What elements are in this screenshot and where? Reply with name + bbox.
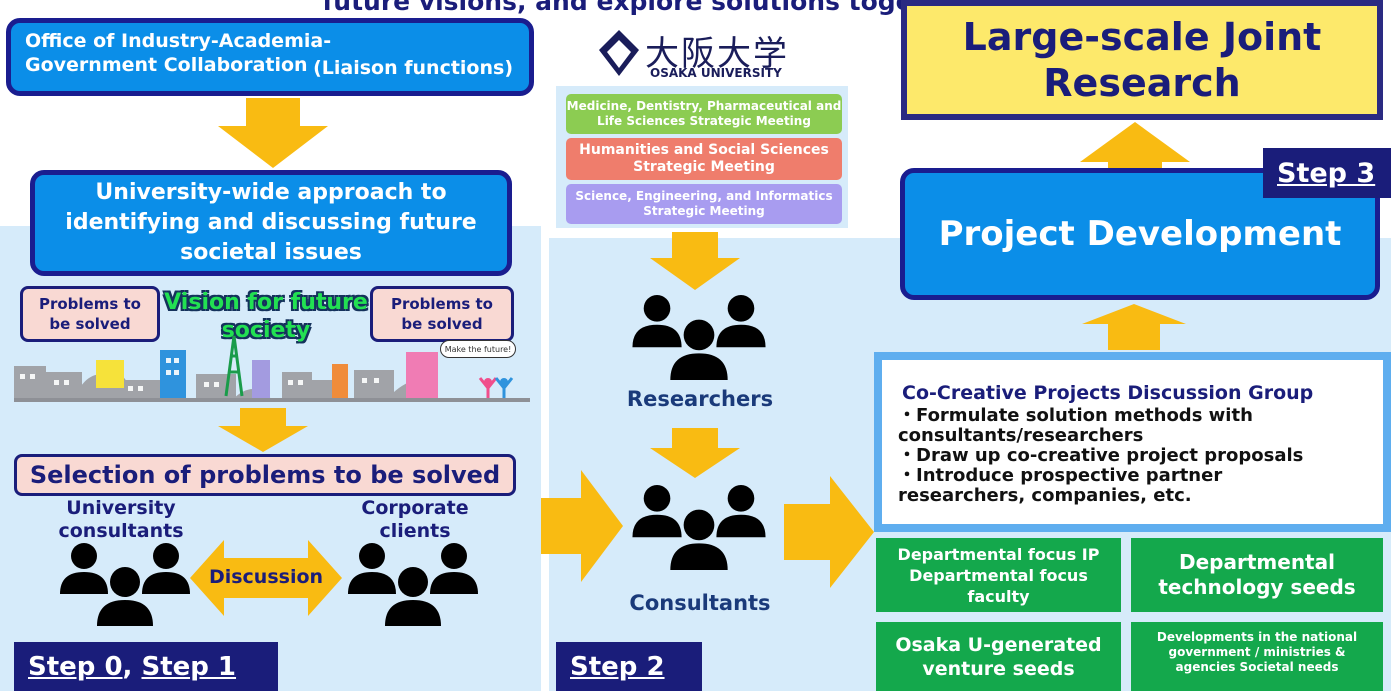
group-item-3: ・Introduce prospective partner researche…: [898, 465, 1223, 506]
green-venture-seeds-text: Osaka U-generated venture seeds: [895, 633, 1102, 680]
meeting-humanities-text: Humanities and Social Sciences Strategic…: [579, 142, 829, 175]
office-title: Office of Industry-Academia-Government C…: [25, 30, 332, 76]
discussion-label: Discussion: [204, 562, 328, 592]
green-focus-ip: Departmental focus IP Departmental focus…: [876, 538, 1121, 612]
meeting-medicine: Medicine, Dentistry, Pharmaceutical and …: [566, 94, 842, 134]
step0-link[interactable]: Step 0: [28, 652, 123, 682]
down-arrow-2: [218, 408, 308, 452]
green-developments-text: Developments in the national government …: [1156, 630, 1358, 674]
green-focus-ip-text: Departmental focus IP Departmental focus…: [897, 544, 1100, 606]
univ-consultants-text: University consultants: [58, 497, 184, 542]
office-sub: (Liaison functions): [313, 57, 513, 79]
selection-box: Selection of problems to be solved: [14, 454, 516, 496]
people-icon-consultants: [632, 485, 766, 570]
meeting-humanities: Humanities and Social Sciences Strategic…: [566, 138, 842, 180]
logo-english: OSAKA UNIVERSITY: [650, 66, 782, 80]
corporate-clients-text: Corporate clients: [361, 497, 469, 542]
step2-badge: Step 2: [556, 642, 702, 691]
up-arrow-2: [1082, 304, 1186, 350]
step3-badge: Step 3: [1263, 148, 1391, 198]
speech-bubble: Make the future!: [440, 340, 516, 358]
city-skyline-illustration: [14, 335, 530, 402]
green-developments: Developments in the national government …: [1131, 622, 1383, 691]
problems-left-label: Problems to be solved: [38, 295, 141, 333]
meeting-medicine-text: Medicine, Dentistry, Pharmaceutical and …: [566, 99, 842, 128]
right-arrow-middle-to-right: [784, 476, 874, 588]
people-icon-univ: [60, 543, 190, 626]
approach-box: University-wide approach to identifying …: [30, 170, 512, 276]
step2-link[interactable]: Step 2: [570, 652, 665, 682]
large-scale-box: Large-scale Joint Research: [901, 0, 1383, 120]
meeting-science-text: Science, Engineering, and Informatics St…: [575, 189, 833, 218]
problems-right: Problems to be solved: [370, 286, 514, 342]
researchers-label: Researchers: [626, 387, 774, 411]
down-arrow-4: [650, 428, 740, 478]
office-box: Office of Industry-Academia-Government C…: [6, 18, 534, 96]
discussion-group-title: Co-Creative Projects Discussion Group: [902, 382, 1314, 404]
meeting-science: Science, Engineering, and Informatics St…: [566, 184, 842, 224]
people-icon-corporate: [348, 543, 478, 626]
up-arrow-1: [1080, 122, 1190, 204]
step3-link[interactable]: Step 3: [1277, 158, 1376, 189]
approach-text: University-wide approach to identifying …: [65, 180, 477, 265]
green-venture-seeds: Osaka U-generated venture seeds: [876, 622, 1121, 691]
discussion-group-box: Co-Creative Projects Discussion Group ・F…: [874, 352, 1391, 532]
problems-right-label: Problems to be solved: [390, 295, 493, 333]
corporate-clients-label: Corporate clients: [340, 496, 490, 544]
discussion-text: Discussion: [208, 566, 324, 588]
vision-text: Vision for future society: [164, 290, 368, 343]
univ-consultants-label: University consultants: [46, 496, 196, 544]
large-scale-text: Large-scale Joint Research: [962, 15, 1322, 105]
osaka-university-logo-icon: [599, 30, 639, 76]
right-arrow-left-to-middle: [541, 470, 623, 582]
group-item-1: ・Formulate solution methods with consult…: [898, 405, 1253, 446]
consultants-label: Consultants: [629, 591, 771, 615]
logo-kanji: 大阪大学: [645, 34, 789, 74]
people-icon-researchers: [632, 295, 766, 380]
project-development-text: Project Development: [938, 214, 1342, 254]
down-arrow-3: [650, 232, 740, 290]
discussion-double-arrow: [190, 540, 342, 616]
project-development-box: Project Development: [900, 168, 1380, 300]
step-separator: ,: [122, 652, 142, 682]
speech-bubble-text: Make the future!: [444, 344, 512, 354]
green-tech-seeds: Departmental technology seeds: [1131, 538, 1383, 612]
header-title: future visions, and explore solutions to…: [322, 0, 978, 16]
vision-label: Vision for future society: [160, 284, 372, 350]
down-arrow-1: [218, 98, 328, 168]
step01-badge: Step 0, Step 1: [14, 642, 278, 691]
step1-link[interactable]: Step 1: [141, 652, 237, 682]
group-item-2: ・Draw up co-creative project proposals: [898, 445, 1304, 466]
green-tech-seeds-text: Departmental technology seeds: [1158, 550, 1356, 599]
selection-text: Selection of problems to be solved: [29, 461, 501, 489]
problems-left: Problems to be solved: [20, 286, 160, 342]
